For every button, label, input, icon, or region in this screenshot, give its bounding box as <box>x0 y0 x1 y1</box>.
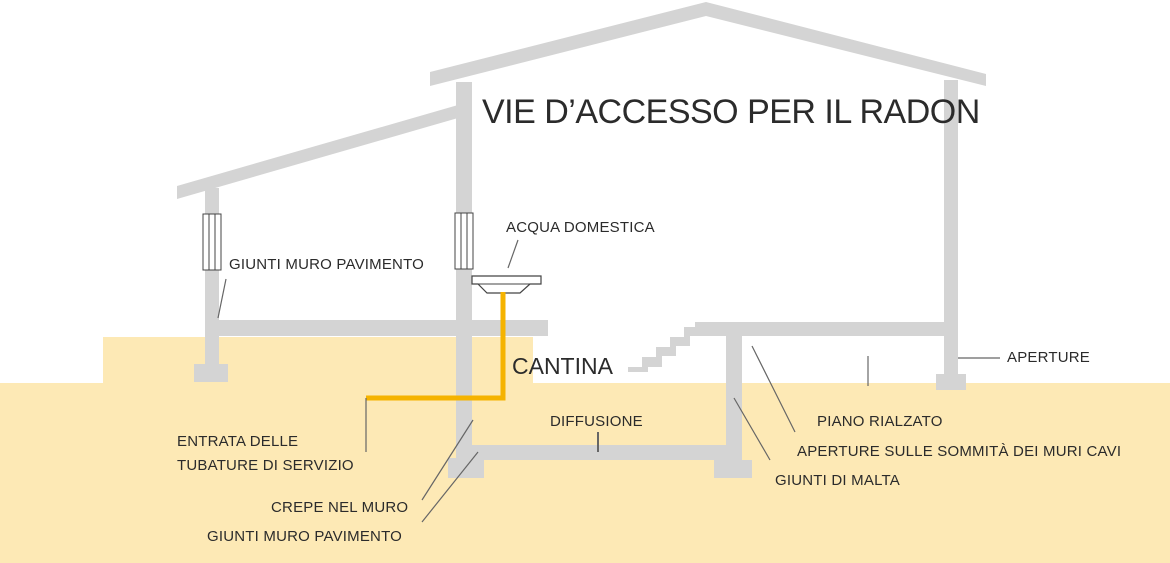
label-entrata-line1: ENTRATA DELLE <box>177 433 299 450</box>
label-crepe-nel-muro: CREPE NEL MURO <box>271 499 409 516</box>
ground-floor-slab <box>205 320 548 336</box>
window-left <box>202 213 222 271</box>
label-giunti-muro-pavimento-top: GIUNTI MURO PAVIMENTO <box>229 256 425 273</box>
main-roof <box>430 2 986 86</box>
label-diffusione: DIFFUSIONE <box>550 413 643 430</box>
right-wall <box>944 80 958 368</box>
annex-roof <box>177 105 458 199</box>
label-giunti-di-malta: GIUNTI DI MALTA <box>775 472 900 489</box>
label-piano-rialzato: PIANO RIALZATO <box>817 413 943 430</box>
raised-floor <box>695 322 958 336</box>
central-wall <box>456 82 472 462</box>
stairs <box>628 327 697 372</box>
label-aperture: APERTURE <box>1007 349 1091 366</box>
label-acqua-domestica: ACQUA DOMESTICA <box>506 219 655 236</box>
basement-floor <box>456 445 742 460</box>
label-cantina: CANTINA <box>512 353 613 379</box>
service-pipe <box>366 292 506 401</box>
label-entrata-line2: TUBATURE DI SERVIZIO <box>177 457 354 474</box>
windows <box>202 212 474 271</box>
diagram-title: VIE D’ACCESSO PER IL RADON <box>482 93 980 131</box>
window-center <box>454 212 474 270</box>
basement-wall <box>726 336 742 476</box>
label-giunti-muro-pavimento-bottom: GIUNTI MURO PAVIMENTO <box>207 528 403 545</box>
sink <box>471 275 542 294</box>
leader-lines <box>217 239 1000 523</box>
label-aperture-sommita-muri-cavi: APERTURE SULLE SOMMITÀ DEI MURI CAVI <box>797 443 1122 460</box>
